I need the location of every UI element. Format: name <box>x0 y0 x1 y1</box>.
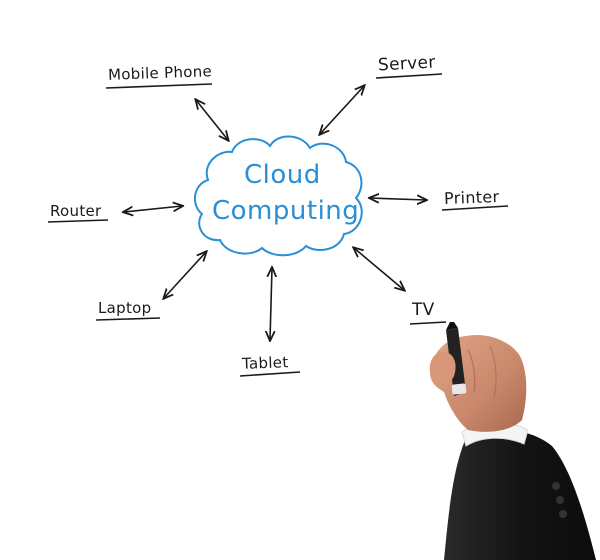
suit-sleeve <box>444 429 596 560</box>
underline-server <box>375 73 443 79</box>
label-tablet: Tablet <box>241 353 289 373</box>
arrow-mobile-phone <box>196 100 228 140</box>
sleeve-button <box>559 510 567 518</box>
label-router: Router <box>50 202 102 220</box>
sleeve-button <box>552 482 560 490</box>
arrow-printer <box>370 198 426 200</box>
finger-crease <box>467 349 476 393</box>
arrow-server <box>320 86 364 134</box>
label-server: Server <box>377 52 437 76</box>
arrow-tablet <box>270 268 272 340</box>
label-laptop: Laptop <box>98 299 152 317</box>
finger-crease <box>489 345 497 399</box>
arrow-tv <box>354 248 404 290</box>
marker-tip <box>446 322 458 330</box>
cloud-shape <box>193 135 363 257</box>
label-mobile-phone: Mobile Phone <box>107 62 213 84</box>
label-printer: Printer <box>443 187 500 208</box>
marker-pen-icon <box>446 328 466 396</box>
underline-tv <box>409 321 447 325</box>
sleeve-button <box>556 496 564 504</box>
underline-tablet <box>239 371 301 377</box>
marker-cap-band <box>451 383 467 395</box>
underline-laptop <box>95 317 161 321</box>
label-tv: TV <box>412 300 435 320</box>
arrow-laptop <box>164 252 206 298</box>
arrow-router <box>124 206 182 212</box>
cloud-title-line2: Computing <box>212 196 360 226</box>
underline-router <box>47 219 109 223</box>
underline-mobile-phone <box>105 83 213 89</box>
underline-printer <box>441 205 509 211</box>
cloud-title-line1: Cloud <box>244 160 321 190</box>
thumb <box>429 351 456 384</box>
